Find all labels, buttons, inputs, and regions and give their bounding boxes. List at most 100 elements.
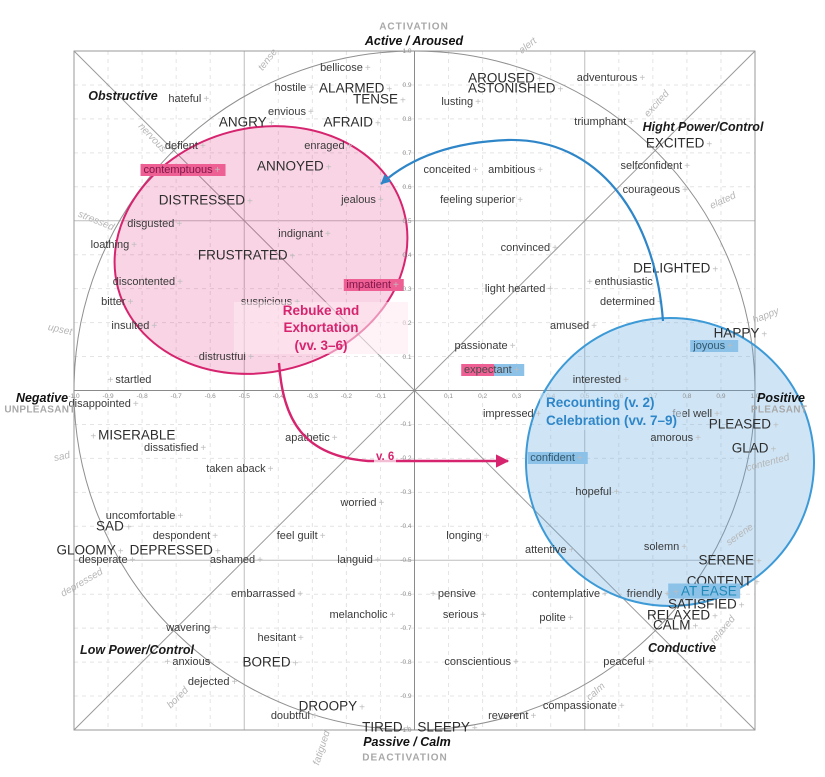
- y-axis-tick-number: 0.8: [402, 115, 412, 123]
- tick-cross-marker: +: [297, 589, 304, 601]
- emotion-word: SATISFIED+: [668, 597, 747, 612]
- emotion-word: AROUSED+: [468, 71, 545, 86]
- tick-cross-marker: +: [164, 657, 171, 669]
- emotion-word-text: taken aback: [206, 462, 266, 475]
- tick-cross-marker: +: [268, 118, 275, 130]
- emotion-word: light hearted+: [485, 283, 555, 295]
- emotion-word-text: hostile: [274, 82, 307, 95]
- tick-cross-marker: +: [214, 164, 221, 176]
- y-axis-tick-number: -0.4: [400, 523, 412, 531]
- emotion-word-text: EXCITED: [645, 135, 705, 151]
- emotion-word: compassionate+: [543, 700, 627, 712]
- emotion-word-text: ALARMED: [319, 80, 385, 96]
- tick-cross-marker: +: [212, 531, 219, 543]
- deactivation-axis-title: DEACTIVATION: [362, 752, 448, 764]
- emotion-word: uncomfortable+: [106, 510, 186, 522]
- x-axis-tick-number: -0.8: [136, 392, 148, 400]
- emotion-word-text: ambitious: [488, 163, 536, 176]
- emotion-word: TIRED+: [362, 719, 412, 734]
- emotion-word-text: contemptuous: [143, 163, 213, 176]
- emotion-word-text: languid: [337, 554, 373, 567]
- highlighted-emotion-word: confident+: [527, 452, 588, 465]
- emotion-word-text: solemn: [643, 540, 680, 553]
- tick-cross-marker: +: [129, 555, 136, 567]
- tick-cross-marker: +: [389, 609, 396, 621]
- tick-cross-marker: +: [378, 497, 385, 509]
- emotion-word-text: discontented: [112, 275, 176, 288]
- x-axis-tick-number: 0.2: [478, 392, 488, 400]
- x-axis-tick-number: 1.0: [750, 392, 760, 400]
- recounting-celebration-annotation-label: Recounting (v. 2) Celebration (vv. 7–9): [540, 393, 684, 431]
- tick-cross-marker: +: [513, 657, 519, 669]
- emotion-word: +MISERABLE: [88, 427, 175, 442]
- emotion-word: despondent+: [153, 530, 220, 542]
- emotion-word-text: GLAD: [731, 440, 769, 456]
- tick-cross-marker: +: [509, 341, 516, 353]
- tick-cross-marker: +: [591, 320, 598, 332]
- tick-cross-marker: +: [292, 658, 299, 670]
- emotion-word-text: hopeful: [575, 486, 612, 499]
- y-axis-tick-number: 0.1: [402, 353, 412, 361]
- x-axis-tick-number: -0.2: [340, 392, 352, 400]
- highlighted-emotion-word: contemptuous+: [140, 163, 226, 176]
- emotion-word: ambitious+: [488, 164, 545, 176]
- emotion-word: hesitant+: [258, 632, 306, 644]
- tick-cross-marker: +: [307, 107, 314, 119]
- y-axis-tick-number: -0.9: [400, 693, 412, 701]
- emotion-word-text: loathing: [90, 238, 130, 251]
- x-axis-tick-number: -0.5: [238, 392, 250, 400]
- tick-cross-marker: +: [359, 702, 365, 714]
- emotion-word-text: amorous: [650, 432, 694, 445]
- tick-cross-marker: +: [586, 276, 593, 288]
- emotion-word-text: peaceful: [603, 656, 645, 669]
- tick-cross-marker: +: [231, 677, 238, 689]
- emotion-word-text: uncomfortable: [105, 510, 176, 523]
- emotion-word-text: TENSE: [353, 91, 399, 107]
- emotion-word: worried+: [340, 497, 386, 509]
- low-power-control-corner-label: Low Power/Control: [80, 643, 194, 657]
- pleasant-axis-label: PLEASANT: [750, 404, 808, 416]
- highlighted-emotion-word: joyous+: [690, 340, 738, 353]
- tick-cross-marker: +: [125, 522, 132, 534]
- tick-cross-marker: +: [754, 577, 760, 589]
- emotion-word-text: FRUSTRATED: [197, 247, 288, 263]
- emotion-word-text: hesitant: [257, 632, 297, 645]
- tick-cross-marker: +: [602, 589, 608, 601]
- y-axis-tick-number: 1.0: [402, 48, 412, 55]
- emotion-word-text: passionate: [454, 340, 508, 353]
- emotion-word-text: dejected: [187, 676, 230, 689]
- tick-cross-marker: +: [324, 229, 331, 241]
- y-axis-tick-number: -0.1: [400, 421, 412, 429]
- emotion-word: solemn+: [644, 541, 689, 553]
- tick-cross-marker: +: [695, 433, 701, 445]
- emotion-word: passionate+: [454, 340, 517, 352]
- tick-cross-marker: +: [364, 62, 371, 74]
- emotion-word: polite+: [539, 612, 575, 624]
- tick-cross-marker: +: [576, 453, 583, 465]
- tick-cross-marker: +: [547, 283, 554, 295]
- x-axis-tick-number: -0.9: [102, 392, 114, 400]
- emotion-word: GLOOMY+: [56, 543, 125, 558]
- tick-cross-marker: +: [682, 185, 688, 197]
- emotion-word: disgusted+: [127, 218, 184, 230]
- emotion-word: attentive+: [525, 544, 576, 556]
- emotion-word-text: CALM: [652, 617, 691, 633]
- tick-cross-marker: +: [151, 320, 158, 332]
- emotion-word: interested+: [573, 374, 631, 386]
- emotion-word: DEPRESSED+: [130, 543, 223, 558]
- tick-cross-marker: +: [203, 93, 210, 105]
- emotion-word-text: enthusiastic: [594, 275, 653, 288]
- emotion-word-text: SAD: [96, 518, 124, 534]
- tick-cross-marker: +: [536, 74, 543, 86]
- y-axis-tick-number: -0.7: [400, 625, 412, 633]
- emotion-word: BORED+: [243, 655, 301, 670]
- emotion-word: languid+: [337, 554, 382, 566]
- emotion-word: HAPPY+: [714, 325, 770, 340]
- y-axis-tick-number: 0.4: [402, 251, 412, 259]
- emotion-word-text: doubtful: [270, 710, 310, 723]
- x-axis-tick-number: -1.0: [68, 392, 80, 400]
- emotion-word: ANNOYED+: [257, 159, 334, 174]
- emotion-word-text: ANGRY: [218, 114, 267, 130]
